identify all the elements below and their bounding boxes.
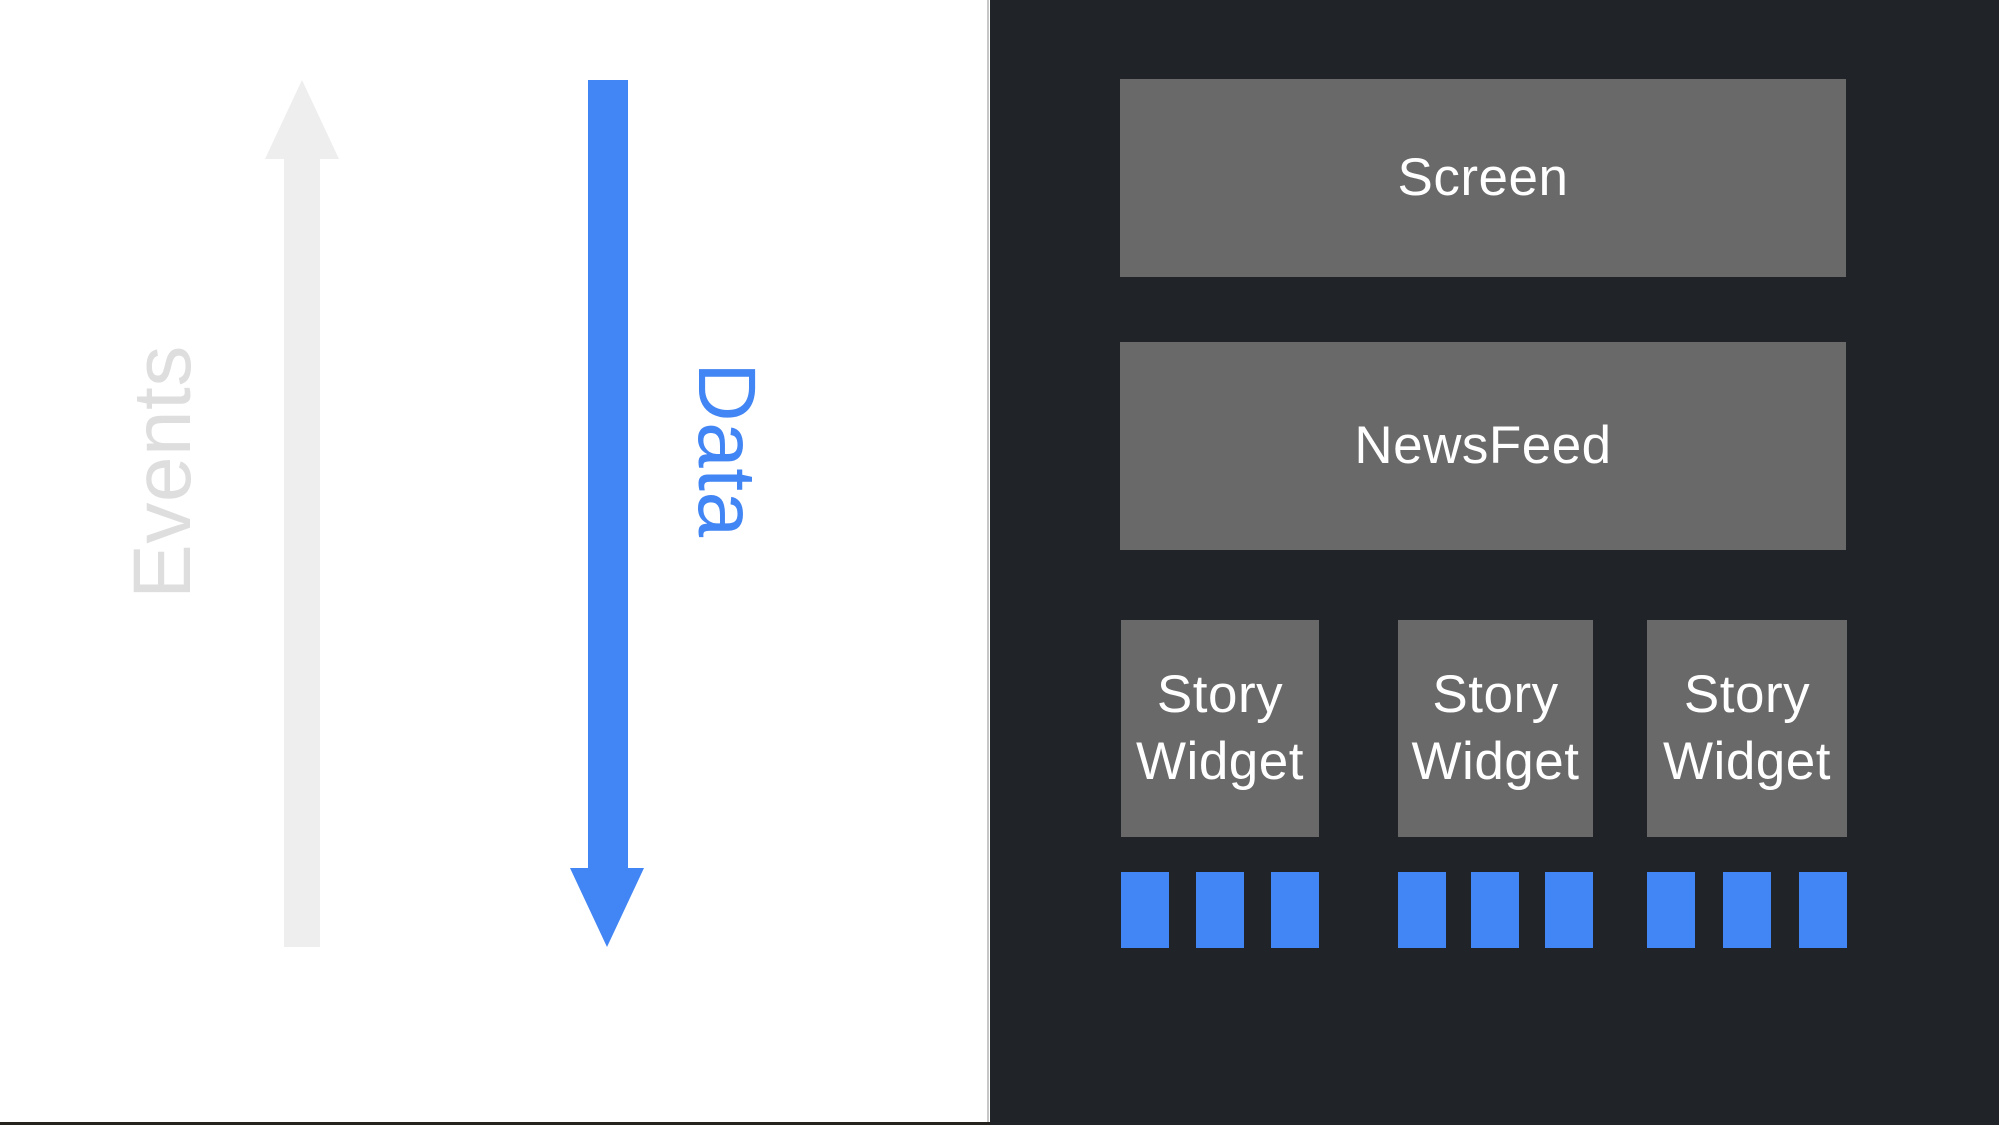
data-chunk-square bbox=[1271, 872, 1319, 948]
panel-seam-divider bbox=[987, 0, 989, 1125]
screen-node-box: Screen bbox=[1120, 79, 1846, 277]
flow-panel: Events Data bbox=[0, 0, 990, 1125]
data-chunk-square bbox=[1398, 872, 1446, 948]
story-widget-box-3: Story Widget bbox=[1647, 620, 1847, 837]
data-chunk-square bbox=[1545, 872, 1593, 948]
data-chunk-square bbox=[1471, 872, 1519, 948]
data-chunk-square bbox=[1723, 872, 1771, 948]
data-down-arrow-shape bbox=[570, 80, 644, 947]
events-up-arrow-shape bbox=[265, 80, 339, 947]
newsfeed-node-box: NewsFeed bbox=[1120, 342, 1846, 550]
events-up-arrow-icon bbox=[265, 80, 339, 947]
screen-node-label: Screen bbox=[1397, 147, 1569, 207]
data-chunk-square bbox=[1121, 872, 1169, 948]
events-label: Events bbox=[117, 345, 208, 599]
data-chunk-square bbox=[1196, 872, 1244, 948]
data-chunk-square bbox=[1799, 872, 1847, 948]
story-widget-box-2: Story Widget bbox=[1398, 620, 1593, 837]
data-label: Data bbox=[681, 362, 772, 538]
story-widget-box-1: Story Widget bbox=[1121, 620, 1319, 837]
story-widget-label: Story Widget bbox=[1136, 665, 1304, 791]
data-down-arrow-icon bbox=[570, 80, 644, 947]
story-widget-label: Story Widget bbox=[1411, 665, 1580, 791]
story-widget-label: Story Widget bbox=[1663, 665, 1831, 791]
newsfeed-node-label: NewsFeed bbox=[1354, 415, 1612, 475]
bottom-edge-strip bbox=[0, 1122, 990, 1125]
data-chunk-square bbox=[1647, 872, 1695, 948]
